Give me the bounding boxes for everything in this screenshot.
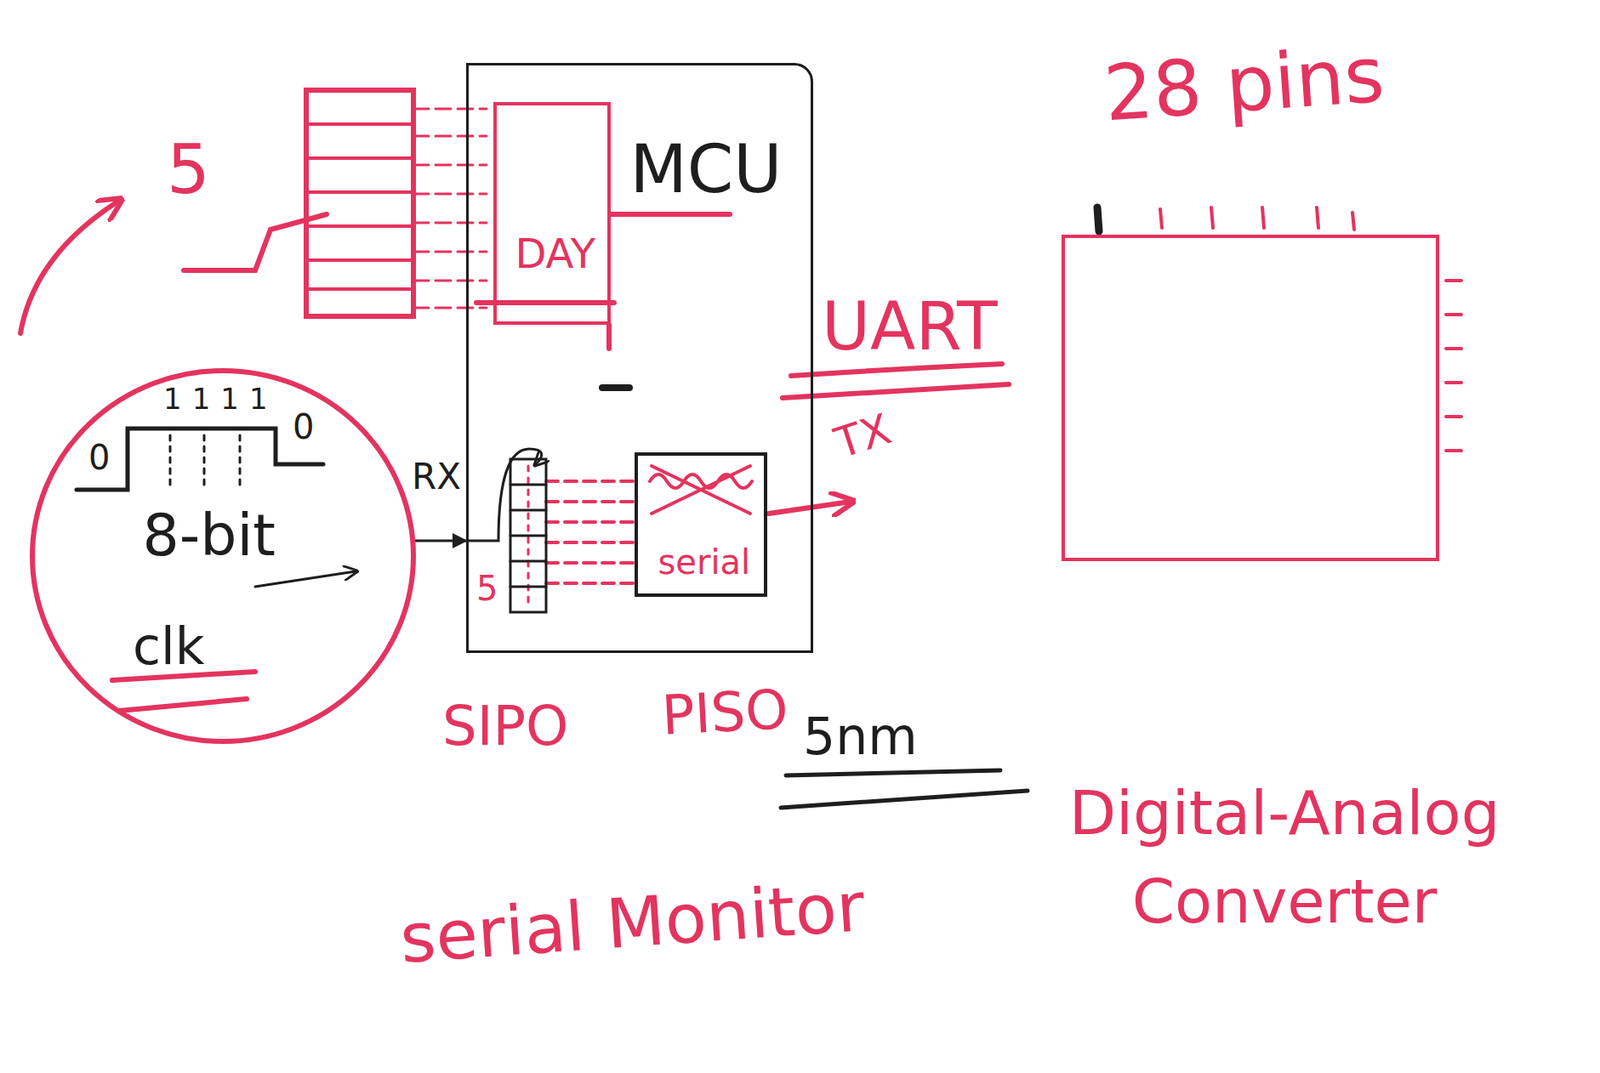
black-strokes (76, 207, 1099, 809)
part-label: PISO (660, 682, 790, 744)
curved-arrow (20, 200, 120, 334)
parallel-bus (546, 481, 633, 584)
underline (780, 791, 1028, 809)
red-strokes (20, 90, 1462, 712)
mcu-box: MCU DAY serial (466, 62, 814, 654)
node-title: 8-bit (142, 506, 277, 565)
node-title: serial (658, 545, 752, 580)
register-cells (306, 124, 414, 290)
protocol-label: UART (821, 293, 998, 360)
signal-name: TX (830, 407, 896, 466)
callout-number: 5 (476, 571, 498, 606)
signal-circle: 8-bit clk (28, 367, 417, 746)
underline (785, 770, 1001, 776)
sipo-cells (510, 484, 547, 587)
bus-line (476, 300, 615, 306)
node-title: DAY (515, 233, 597, 274)
register-pins (413, 108, 487, 308)
node-text: clk (132, 620, 205, 672)
pin-ticks (1160, 207, 1355, 230)
circle-shape (32, 370, 414, 742)
sipo-register (510, 459, 547, 613)
underline (119, 699, 247, 712)
note-text: serial Monitor (398, 873, 867, 974)
bit-dividers (170, 435, 240, 485)
bit-value: 0 (292, 409, 314, 445)
tx-arrow (768, 501, 851, 514)
chip-box: 28 pins (1061, 234, 1440, 562)
bit-value: 1111 (163, 384, 279, 414)
pin-one-mark (1097, 207, 1099, 232)
bit-value: 0 (88, 440, 110, 475)
node-title: MCU (630, 136, 783, 203)
signal-connector (412, 540, 467, 543)
rx-wire (468, 449, 542, 541)
callout-number: 5 (166, 136, 211, 205)
dimension-label: 5nm (802, 711, 918, 763)
note-text: Digital-Analog Converter (1012, 768, 1557, 947)
signal-arrow (255, 571, 356, 587)
underline (112, 671, 256, 681)
part-label: SIPO (442, 699, 569, 754)
dash-mark (602, 384, 630, 392)
waveform (76, 428, 324, 490)
bus-line (610, 211, 730, 217)
register-stack (306, 90, 414, 317)
underline (782, 384, 1009, 399)
cross-out (651, 466, 751, 514)
piso-box: serial (634, 452, 768, 598)
node-title: 28 pins (1101, 36, 1387, 133)
pin-ticks (1446, 280, 1462, 451)
register-box: DAY (493, 102, 611, 325)
crossed-text (649, 474, 752, 489)
signal-name: RX (411, 459, 462, 496)
underline (791, 364, 1003, 376)
tick-mark (606, 324, 612, 349)
